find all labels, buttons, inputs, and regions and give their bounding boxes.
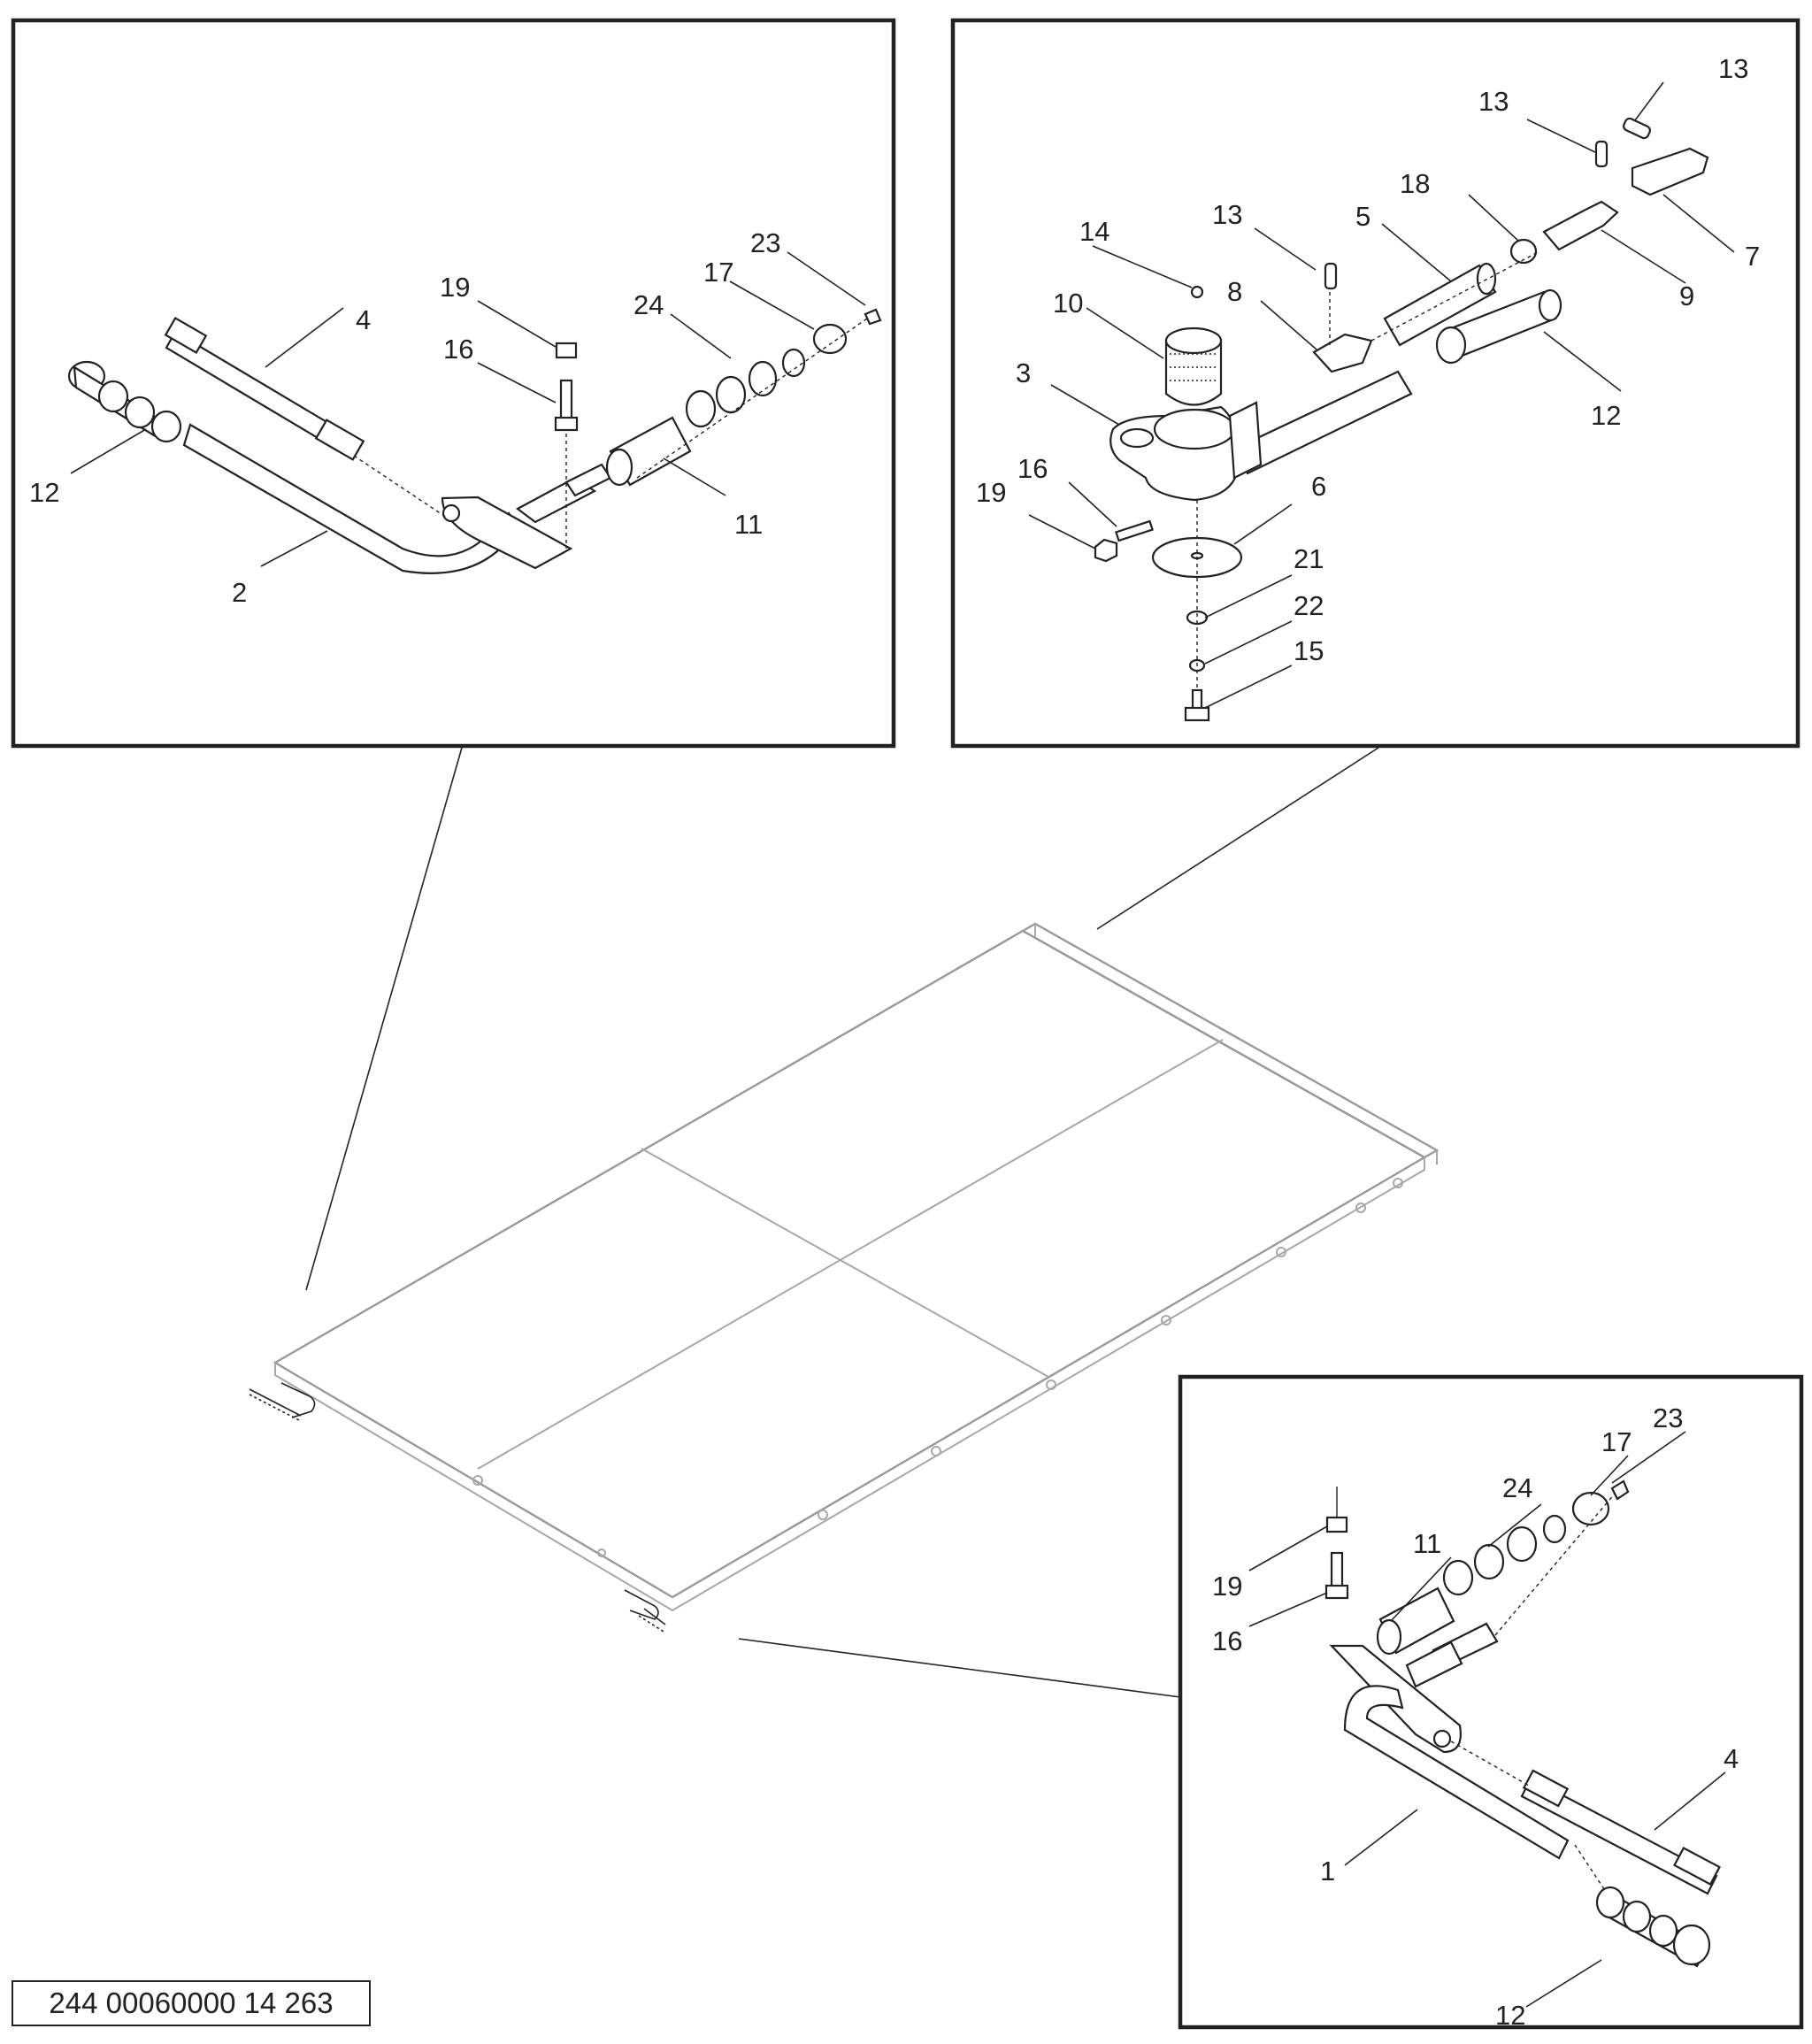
clevis-part-8: [1312, 333, 1373, 373]
washer-part-24: [1542, 1514, 1567, 1544]
nut-part-19: [555, 342, 578, 359]
callout-13-a: 13: [1718, 53, 1748, 84]
callout-1: 1: [1320, 1856, 1335, 1886]
callout-10: 10: [1053, 288, 1083, 319]
strainer-part-10: [1164, 327, 1223, 406]
callout-4: 4: [1724, 1743, 1739, 1774]
detail-panel-top-left: [11, 18, 896, 749]
callout-6: 6: [1311, 471, 1326, 502]
callout-9: 9: [1679, 280, 1694, 311]
clevis-part-7: [1631, 147, 1709, 196]
grip-part-12: [67, 360, 182, 443]
callout-7: 7: [1745, 241, 1760, 272]
callout-2: 2: [232, 577, 247, 608]
callout-11: 11: [734, 509, 763, 540]
callout-13-b: 13: [1478, 86, 1509, 117]
nut-part-19: [1094, 538, 1118, 563]
callout-4: 4: [356, 304, 371, 335]
platform-assembly: [249, 922, 1440, 1633]
callout-22: 22: [1294, 590, 1324, 621]
callout-17: 17: [703, 257, 733, 288]
tl-parts: [67, 251, 882, 574]
fitting-part-23: [864, 308, 882, 326]
callout-15: 15: [1294, 635, 1324, 666]
leader-top-left: [305, 747, 463, 1291]
callout-5: 5: [1355, 201, 1371, 232]
callout-13-c: 13: [1212, 199, 1242, 230]
br-parts: [1248, 1431, 1726, 2008]
callout-23: 23: [1653, 1402, 1683, 1433]
callout-19: 19: [1212, 1571, 1242, 1602]
callout-19: 19: [440, 272, 470, 303]
callout-23: 23: [750, 227, 780, 258]
callout-8: 8: [1227, 276, 1242, 307]
leader-top-right: [1096, 747, 1379, 930]
callout-21: 21: [1294, 543, 1324, 574]
callout-17: 17: [1601, 1426, 1632, 1457]
nut-part-17: [1571, 1491, 1610, 1526]
grip-part-12: [1435, 288, 1562, 365]
callout-16: 16: [1017, 453, 1048, 484]
rod-part-4: [164, 316, 365, 461]
callout-12: 12: [29, 477, 59, 508]
handle-left-end: [249, 1382, 316, 1422]
callout-24: 24: [1502, 1472, 1532, 1503]
nut-part-19: [1325, 1516, 1348, 1533]
fitting-part-23: [1610, 1479, 1630, 1501]
housing-part-3: [1109, 370, 1413, 502]
nut-part-14: [1190, 285, 1204, 299]
document-number: 244 00060000 14 263: [12, 1980, 371, 2026]
callout-18: 18: [1400, 168, 1430, 199]
nut-part-17: [812, 323, 848, 355]
callout-24: 24: [633, 289, 664, 320]
mount-plate: [441, 496, 573, 570]
callout-12: 12: [1591, 400, 1621, 431]
pin-part-13: [1594, 140, 1609, 168]
tr-parts: [1028, 81, 1735, 722]
callout-19: 19: [976, 477, 1006, 508]
callout-11: 11: [1413, 1528, 1441, 1559]
callout-14: 14: [1079, 216, 1109, 247]
callout-16: 16: [1212, 1625, 1242, 1656]
bolt-part-16: [1115, 519, 1154, 542]
detail-panel-top-right: [950, 18, 1800, 749]
detail-panel-bottom-right: [1178, 1374, 1804, 2030]
handle-right-end: [624, 1589, 666, 1633]
washer-part-24: [685, 389, 717, 428]
clevis-part-9: [1542, 200, 1619, 251]
bolt-part-15: [1184, 688, 1210, 722]
bolt-part-16: [554, 379, 579, 432]
grip-part-12: [1595, 1886, 1711, 1968]
callout-16: 16: [443, 334, 473, 365]
callout-3: 3: [1016, 357, 1031, 388]
bolt-part-16: [1324, 1551, 1349, 1600]
leader-bottom-right: [738, 1638, 1181, 1698]
tube-part-5: [1383, 264, 1497, 347]
rod-part-4: [1520, 1769, 1721, 1895]
callout-12: 12: [1495, 2000, 1525, 2031]
handle-tube-part-1: [1343, 1685, 1570, 1860]
